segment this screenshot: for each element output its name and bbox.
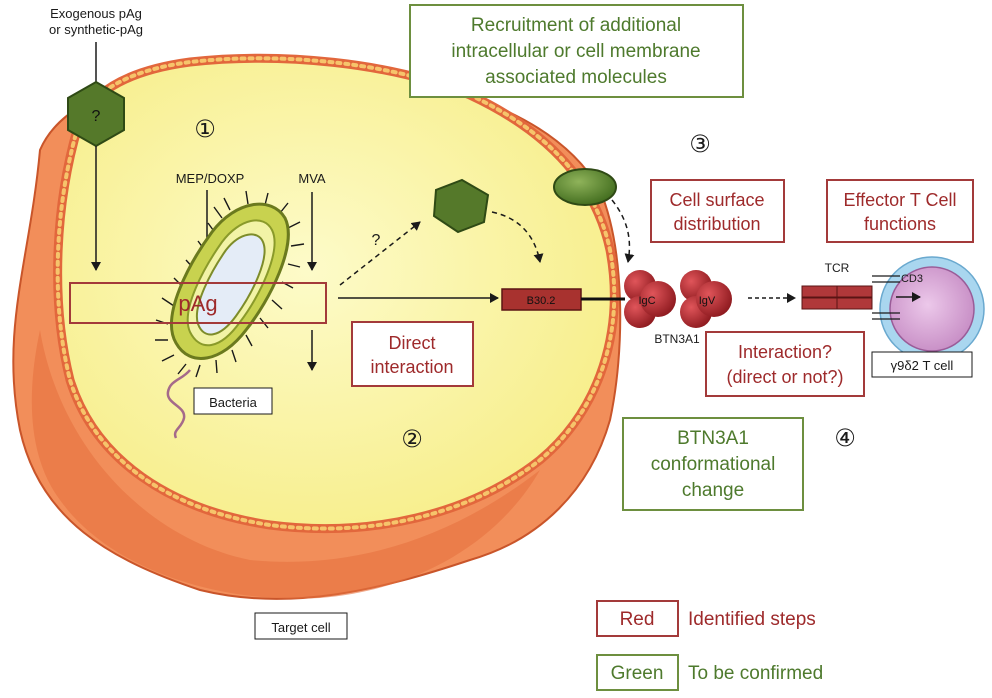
mep-label: MEP/DOXP (176, 171, 245, 186)
bacteria-label: Bacteria (209, 395, 257, 410)
effector-box (826, 179, 974, 243)
arrow-dashed-to-hexagon (339, 221, 421, 286)
legend-green-box (596, 654, 679, 691)
hexagon-small-icon (432, 178, 490, 234)
conformational-line-3: change (682, 480, 744, 501)
cd3-chains (872, 275, 900, 320)
exogenous-label-2: or synthetic-pAg (49, 22, 143, 37)
mva-label: MVA (298, 171, 326, 186)
pag-label: pAg (178, 291, 217, 316)
conformational-line-2: conformational (651, 454, 776, 475)
recruitment-line-1: Recruitment of additional (471, 15, 681, 36)
target-cell-label: Target cell (271, 620, 330, 635)
igv-domain (680, 270, 732, 328)
step-2-marker: ② (401, 426, 423, 453)
igc-domain (624, 270, 676, 328)
bacteria-label-box (193, 387, 273, 415)
legend-red-box (596, 600, 679, 637)
igc-label: IgC (638, 295, 655, 307)
exogenous-label-1: Exogenous pAg (50, 6, 142, 21)
legend-green-desc: To be confirmed (688, 663, 823, 684)
interaction-box (705, 331, 865, 397)
t-cell-label-box (871, 351, 973, 378)
target-cell-outer-shade (31, 330, 540, 599)
conformational-line-1: BTN3A1 (677, 428, 749, 449)
tcr-label: TCR (825, 261, 850, 275)
btn3a1-label: BTN3A1 (654, 332, 700, 346)
direct-line-1: Direct (388, 333, 435, 353)
arrow-dashed-hexagon-to-b302 (491, 211, 544, 263)
recruitment-line-3: associated molecules (485, 67, 667, 88)
interaction-line-1: Interaction? (738, 342, 832, 362)
t-cell-label: γ9δ2 T cell (891, 358, 954, 373)
target-cell-label-box (254, 612, 348, 640)
pag-box (69, 282, 327, 324)
recruitment-line-2: intracellular or cell membrane (451, 41, 700, 62)
membrane-molecule-icon (553, 168, 617, 206)
recruitment-box (409, 4, 744, 98)
hexagon-question: ? (92, 108, 101, 125)
cell-membrane-beads (55, 56, 617, 531)
step-3-marker: ③ (689, 131, 711, 158)
effector-line-2: functions (864, 214, 936, 234)
legend-green-key: Green (611, 663, 664, 684)
direct-line-2: interaction (370, 357, 453, 377)
bacteria-icon (155, 190, 305, 439)
interaction-line-2: (direct or not?) (726, 367, 843, 387)
igv-label: IgV (699, 295, 716, 307)
step-1-marker: ① (194, 116, 216, 143)
direct-interaction-box (351, 321, 474, 387)
effector-line-1: Effector T Cell (843, 190, 956, 210)
cd3-label: CD3 (901, 273, 923, 285)
legend-red-desc: Identified steps (688, 609, 816, 630)
step-4-marker: ④ (834, 425, 856, 452)
cell-surface-line-1: Cell surface (669, 190, 764, 210)
conformational-box (622, 417, 804, 511)
arrow-question: ? (372, 232, 381, 249)
b302-label: B30.2 (527, 295, 556, 307)
cell-surface-box (650, 179, 785, 243)
cell-surface-line-2: distribution (673, 214, 760, 234)
t-cell-body (889, 266, 975, 352)
legend-red-key: Red (620, 609, 655, 630)
